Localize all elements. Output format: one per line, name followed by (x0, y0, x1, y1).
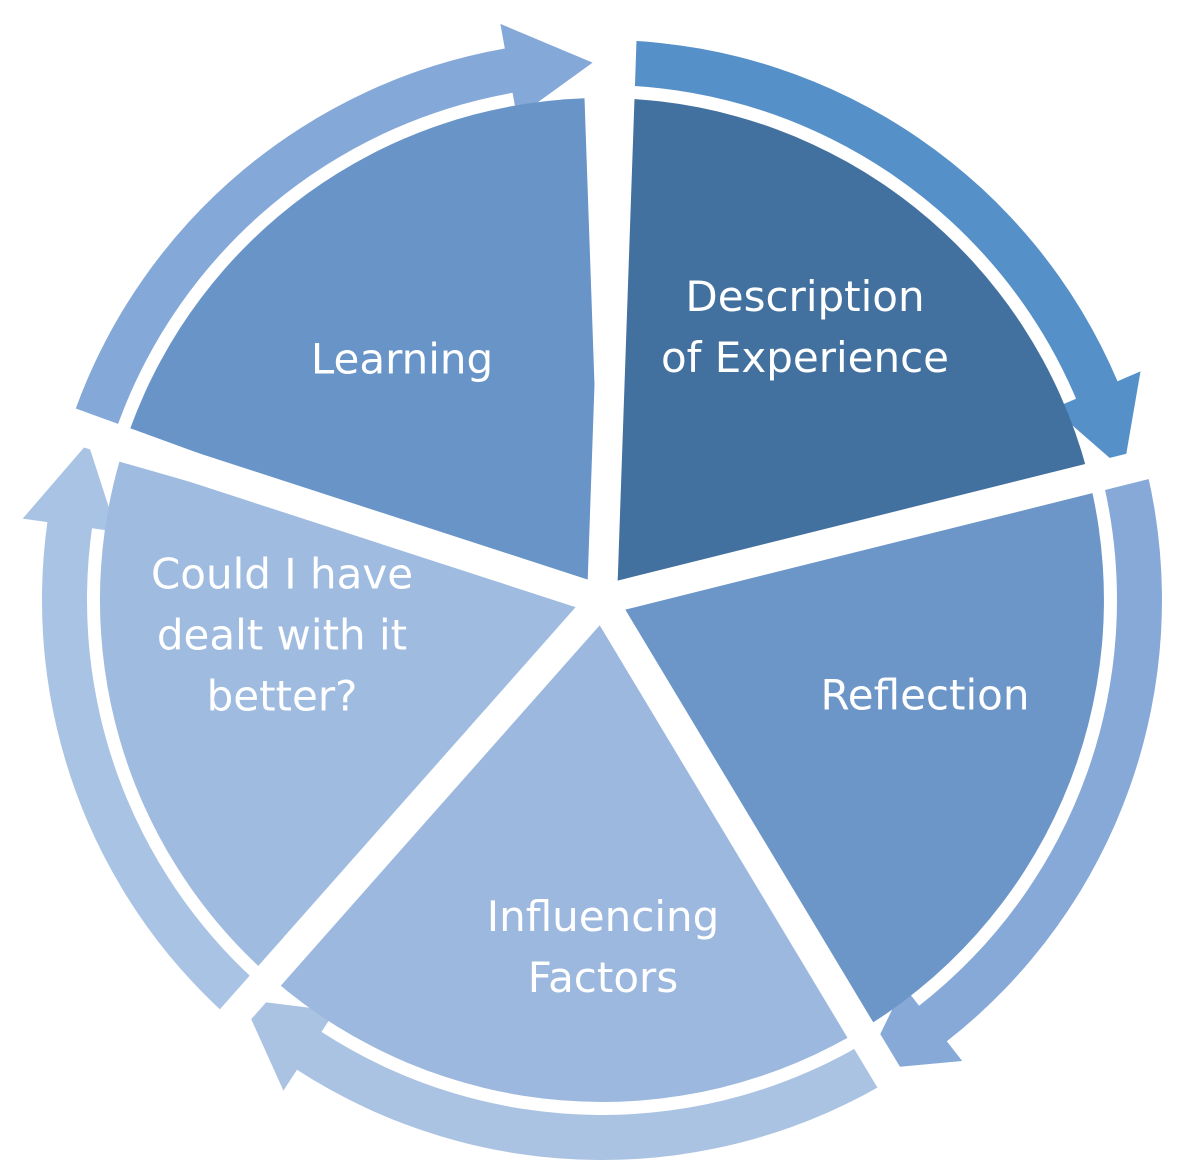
cycle-arrow-influencing (242, 999, 899, 1161)
cycle-wedge-learning (130, 98, 603, 601)
cycle-arrow-could (22, 442, 258, 1017)
cycle-segment-learning (75, 23, 603, 601)
segment-divider-3 (193, 590, 614, 1060)
cycle-label-line: better? (207, 672, 358, 721)
cycle-label-line: Factors (528, 953, 678, 1002)
cycle-label-description: Description of Experience (661, 272, 949, 382)
cycle-label-line: Could I have (151, 550, 413, 599)
cycle-wedge-influencing (272, 600, 868, 1102)
cycle-wedge-description (602, 98, 1087, 601)
cycle-arrow-description (620, 40, 1141, 471)
segment-divider-1 (598, 440, 1188, 615)
cycle-segment-reflection (602, 474, 1162, 1071)
cycle-label-line: dealt with it (157, 611, 407, 660)
cycle-label-line: of Experience (661, 333, 949, 382)
cycle-segment-could (22, 442, 603, 1017)
cycle-arrow-reflection (862, 474, 1162, 1071)
cycle-label-line: Description (685, 272, 924, 321)
cycle-segment-description (602, 40, 1141, 601)
cycle-segment-influencing (242, 600, 899, 1161)
segment-divider-2 (589, 592, 924, 1123)
cycle-label-learning: Learning (311, 335, 493, 384)
cycle-label-line: Learning (311, 335, 493, 384)
cycle-label-line: Reflection (821, 671, 1030, 720)
segment-divider-4 (26, 400, 607, 615)
cycle-label-reflection: Reflection (821, 671, 1030, 720)
cycle-arrow-learning (75, 23, 593, 424)
cycle-label-could: Could I have dealt with it better? (151, 550, 413, 721)
cycle-wedge-reflection (602, 487, 1104, 1035)
segment-divider-5 (587, 0, 638, 601)
cycle-wedge-could (99, 461, 603, 974)
cycle-label-line: Influencing (487, 892, 720, 941)
